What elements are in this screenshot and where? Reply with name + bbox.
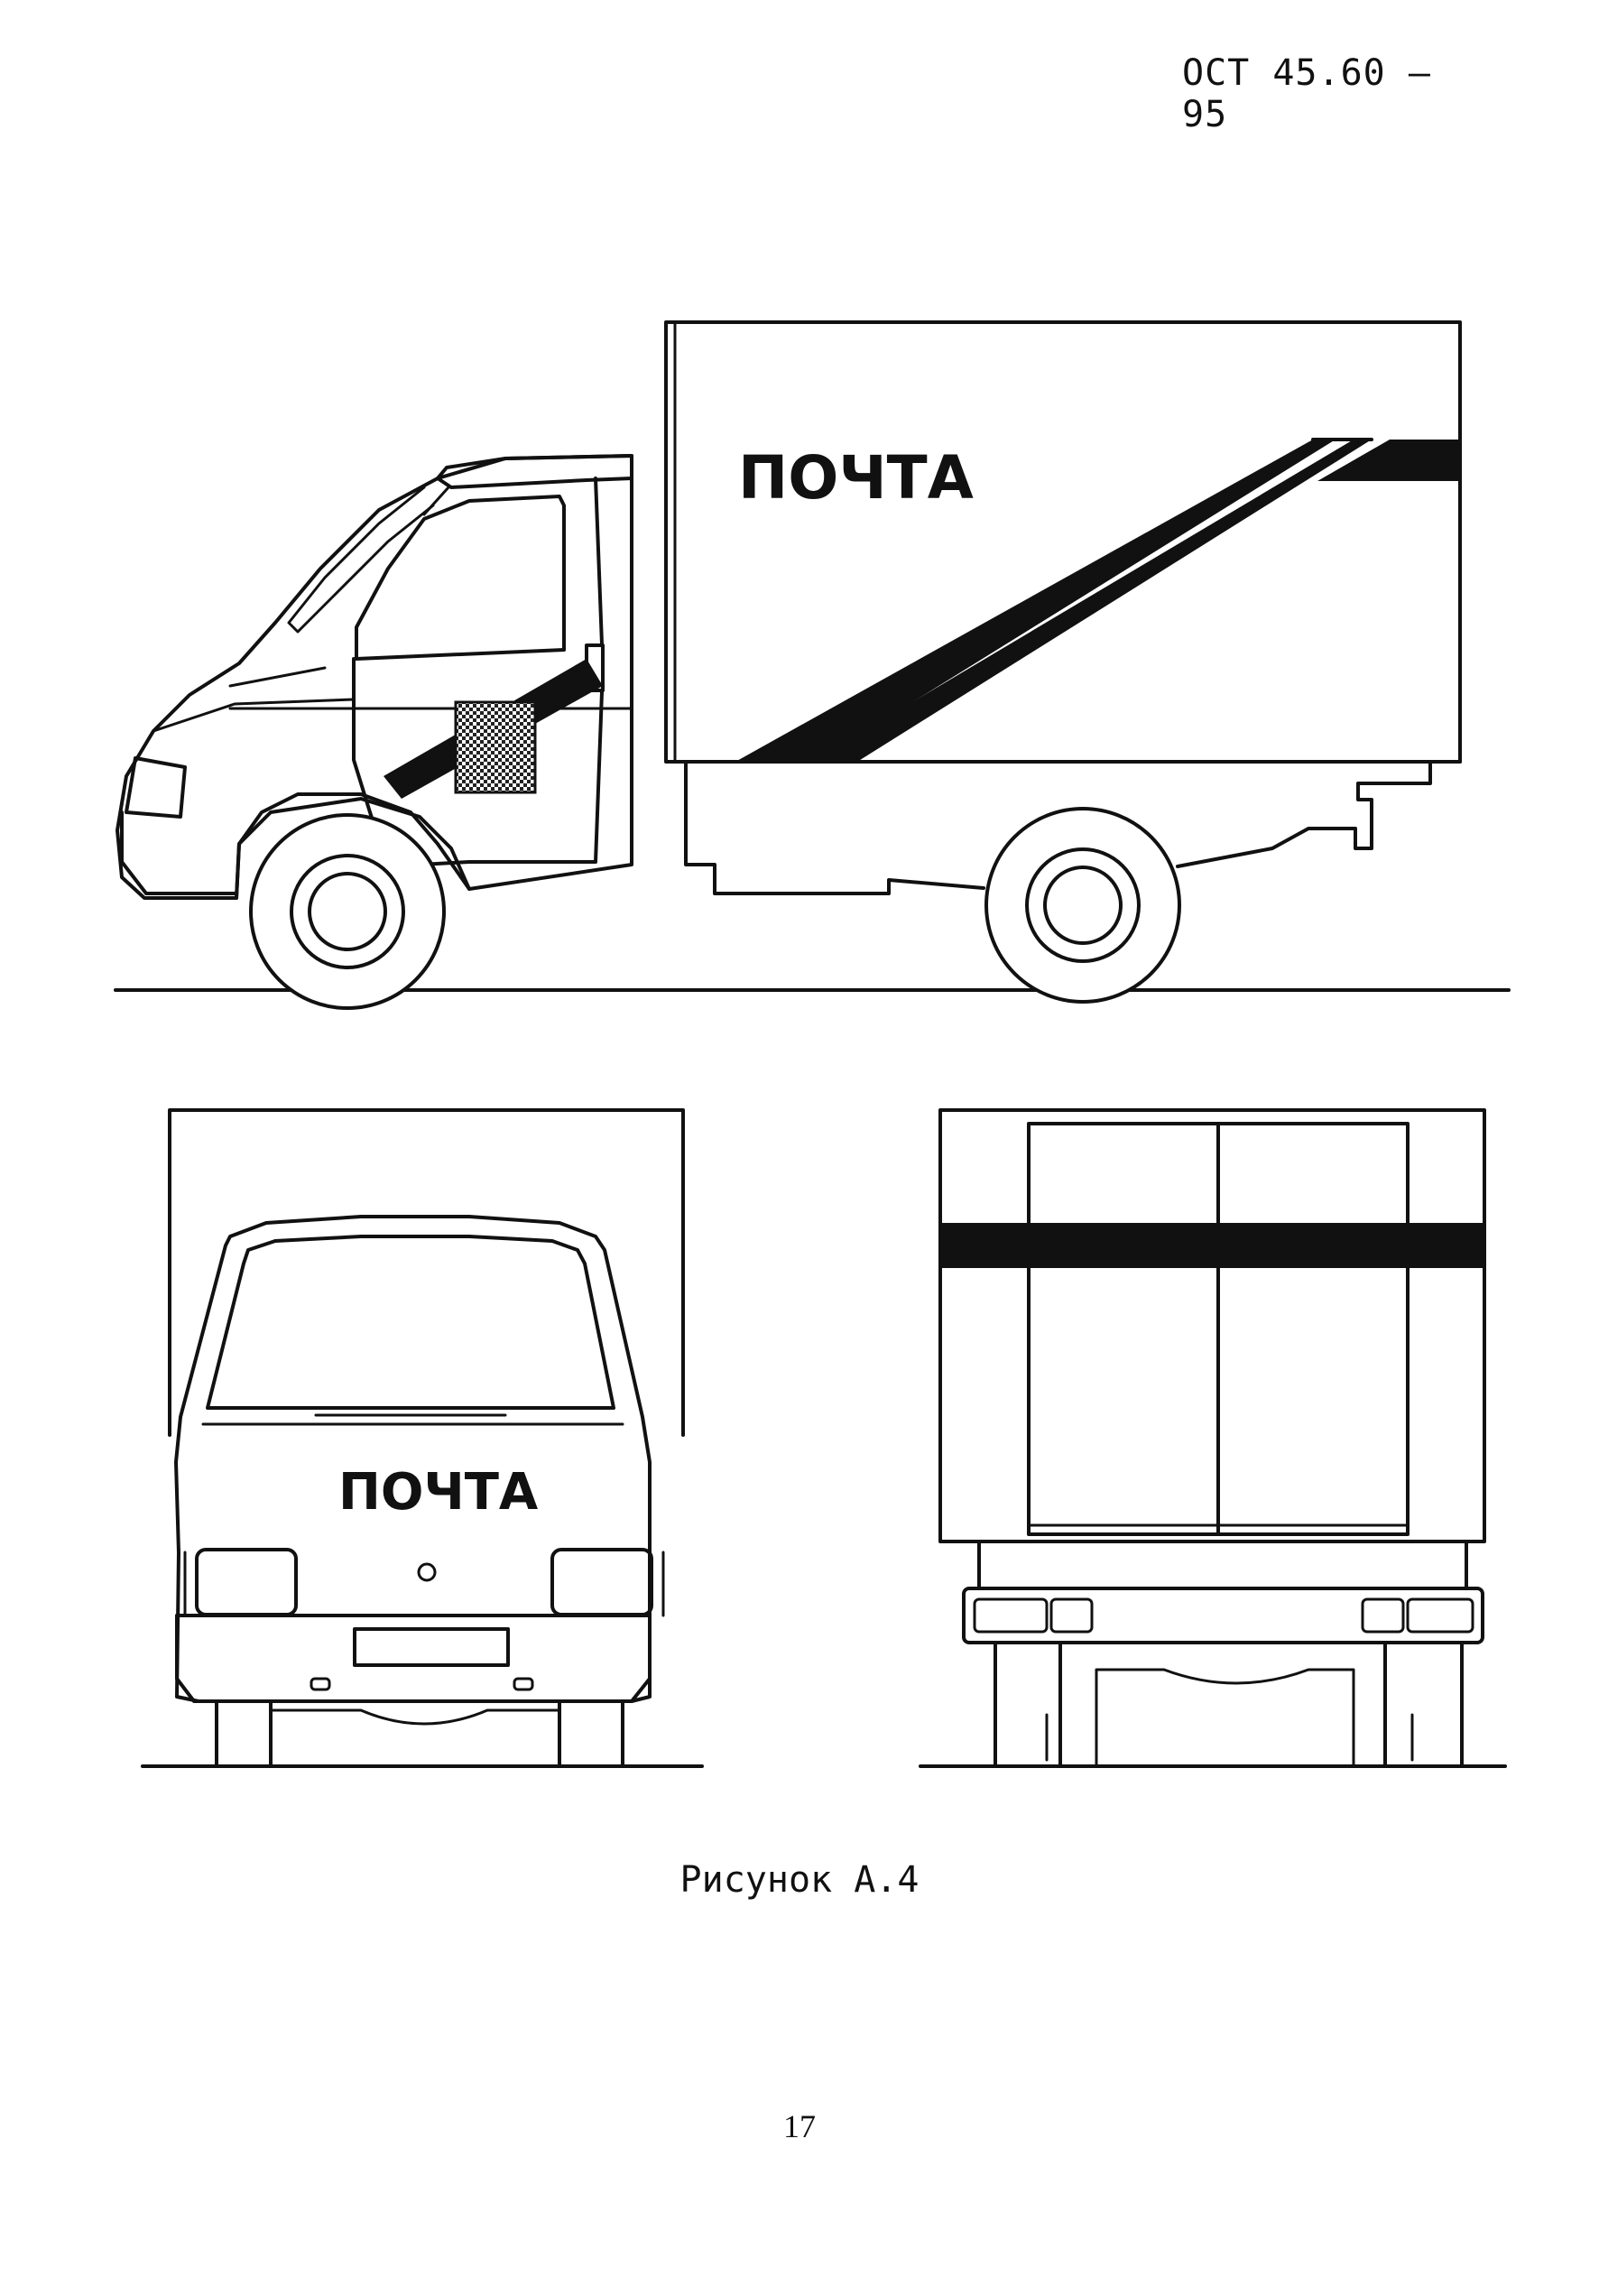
front-windshield [206, 1235, 615, 1410]
side-rear-wheel [984, 807, 1181, 1004]
document-code: ОСТ 45.60 – 95 [1182, 52, 1431, 135]
side-emblem [454, 700, 537, 794]
front-cargo-box [168, 1108, 685, 1437]
side-headlight [125, 756, 187, 819]
front-view: ПОЧТА [141, 1108, 704, 1768]
front-bumper [175, 1614, 652, 1703]
rear-bumper [962, 1587, 1484, 1644]
page-number: 17 [783, 2108, 816, 2144]
side-view: ПОЧТА [114, 320, 1511, 1010]
front-emblem [417, 1562, 437, 1582]
rear-cargo-box [938, 1108, 1486, 1543]
rear-view [919, 1108, 1507, 1768]
front-plate [353, 1627, 510, 1667]
figure-caption: Рисунок А.4 [679, 1859, 920, 1901]
side-mail-label: ПОЧТА [738, 443, 974, 513]
front-mail-label: ПОЧТА [338, 1463, 539, 1522]
side-door-window [355, 495, 566, 661]
rear-stripe [940, 1223, 1484, 1268]
side-stripe-main [735, 440, 1336, 762]
side-front-wheel [249, 813, 446, 1010]
side-cargo-box [664, 320, 1462, 764]
